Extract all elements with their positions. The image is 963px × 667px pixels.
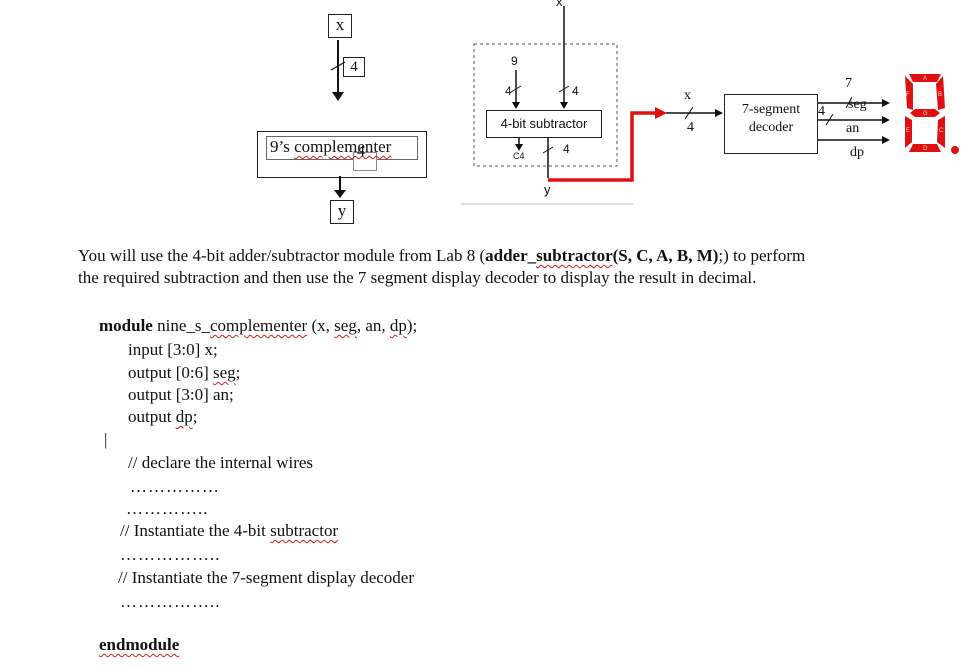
segment-c	[937, 116, 945, 148]
rd-an-width: 4	[818, 104, 825, 119]
output-y-label: y	[337, 201, 347, 220]
paragraph-line-2: the required subtraction and then use th…	[78, 268, 757, 287]
left-output-arrow	[334, 176, 346, 198]
code-comment-wires: // declare the internal wires	[128, 453, 314, 472]
output-y-box: y	[330, 200, 354, 224]
segment-f	[905, 76, 913, 110]
paragraph-line-1: You will use the 4-bit adder/subtractor …	[78, 246, 806, 265]
bus-width-label: 4	[350, 59, 358, 75]
code-comment-decoder: // Instantiate the 7-segment display dec…	[118, 568, 414, 587]
rd-out-width: 4	[563, 142, 570, 156]
code-placeholder-3: ……………..	[120, 545, 221, 564]
rd-carry-label: C4	[513, 151, 525, 161]
segment-d	[909, 144, 941, 152]
rd-seg-width: 7	[845, 76, 852, 91]
code-comment-subtractor: // Instantiate the 4-bit subtractor	[120, 521, 339, 540]
rd-out-label: y	[544, 182, 551, 197]
segment-e	[905, 116, 912, 148]
code-endmodule: endmodule	[99, 635, 180, 654]
right-diagram-lines	[461, 6, 890, 205]
input-x-box: x	[328, 14, 352, 38]
rd-dp-label: dp	[850, 145, 864, 160]
complementer-label: 9’s complementer	[270, 137, 392, 156]
rd-seg-label: seg	[848, 97, 867, 112]
complementer-overlap-label: 4	[357, 143, 365, 160]
subtractor-label: 4-bit subtractor	[500, 116, 588, 131]
rd-an-label: an	[846, 121, 860, 136]
rd-dec-in-label: x	[684, 88, 691, 103]
instructions-paragraph: You will use the 4-bit adder/subtractor …	[78, 245, 805, 289]
segment-g	[910, 109, 940, 117]
seven-segment-display: A B C D E F G	[905, 74, 959, 154]
seg-letter-e: E	[906, 128, 910, 134]
code-output-an-line: output [3:0] an;	[128, 385, 234, 404]
segment-b	[936, 76, 945, 110]
rd-bus-a-width: 4	[505, 84, 512, 98]
decoder-block: 7-segment decoder	[724, 94, 818, 154]
code-output-seg-line: output [0:6] seg;	[128, 363, 241, 382]
seg-letter-c: C	[939, 128, 944, 134]
input-x-label: x	[335, 15, 345, 34]
seg-letter-a: A	[923, 76, 927, 82]
complementer-overlap-box	[353, 152, 377, 171]
code-placeholder-2: …………..	[126, 499, 209, 518]
seg-letter-b: B	[938, 92, 942, 98]
rd-bus-b-width: 4	[572, 84, 579, 98]
code-input-line: input [3:0] x;	[128, 340, 218, 359]
text-cursor[interactable]: |	[104, 430, 108, 449]
code-placeholder-4: ……………..	[120, 592, 221, 611]
decoder-label-1: 7-segment	[741, 102, 801, 117]
segment-dp	[951, 146, 959, 154]
seg-letter-g: G	[923, 111, 928, 117]
seg-letter-d: D	[923, 146, 928, 152]
decoder-label-2: decoder	[748, 120, 794, 135]
rd-const-label: 9	[511, 54, 518, 68]
code-output-dp-line: output dp;	[128, 407, 198, 426]
complementer-inner-box	[266, 136, 418, 160]
code-module-line: module nine_s_complementer (x, seg, an, …	[99, 316, 418, 335]
subtractor-block: 4-bit subtractor	[486, 110, 602, 138]
bus-width-box: 4	[343, 57, 365, 77]
rd-top-input-label: x	[556, 0, 563, 9]
rd-dec-in-width: 4	[687, 120, 694, 135]
segment-a	[909, 74, 941, 82]
left-input-arrow	[330, 40, 346, 101]
code-placeholder-1: ……………	[130, 477, 220, 496]
seg-letter-f: F	[906, 92, 910, 98]
